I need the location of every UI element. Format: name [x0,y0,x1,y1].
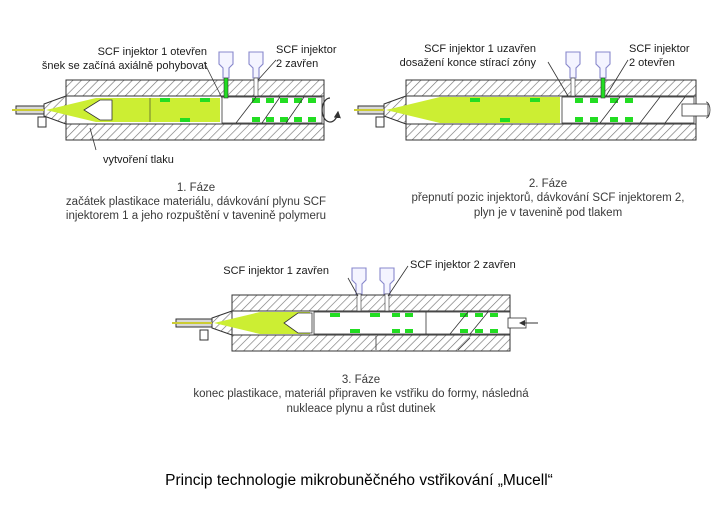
nozzle [172,318,213,341]
scf-injector-2 [379,267,395,312]
nozzle [12,105,47,128]
phase-2-caption-line-1: přepnutí pozic injektorů, dávkování SCF … [412,192,685,204]
scf-injector-2 [595,51,611,99]
phase-3: SCF injektor 1 zavřen SCF injektor 2 zav… [172,259,538,415]
figure-title: Princip technologie mikrobuněčného vstři… [165,472,553,489]
phase-1-caption-title: 1. Fáze [177,182,215,194]
phase-3-caption-line-2: nukleace plynu a růst dutinek [287,403,436,415]
melt-zone [214,312,310,334]
phase-1-caption-line-1: začátek plastikace materiálu, dávkování … [66,196,326,208]
phase-3-label-a: SCF injektor 1 zavřen [223,265,329,277]
phase-1-label-b-line-2: 2 zavřen [276,58,318,70]
phase-2: SCF injektor 1 uzavřen dosažení konce st… [354,43,711,219]
phase-2-label-a-line-1: SCF injektor 1 uzavřen [424,43,536,55]
phase-1-label-b-line-1: SCF injektor [276,44,337,56]
screw-flights [313,311,511,335]
phase-2-label-b-line-1: SCF injektor [629,43,690,55]
screw-shaft [681,101,711,119]
phase-2-caption-line-2: plyn je v tavenině pod tlakem [474,207,622,219]
phase-1-label-c: vytvoření tlaku [103,154,174,166]
scf-injector-2 [248,51,264,97]
phase-3-caption-title: 3. Fáze [342,374,380,386]
scf-injector-1 [565,51,581,97]
phase-3-caption-line-1: konec plastikace, materiál připraven ke … [193,388,529,400]
phase-1-caption-line-2: injektorem 1 a jeho rozpuštění v tavenin… [66,210,326,222]
phase-1-label-a-line-2: šnek se začíná axiálně pohybovat [42,60,207,72]
phase-3-label-b: SCF injektor 2 zavřen [410,259,516,271]
scf-injector-1 [351,267,367,312]
phase-2-label-b-line-2: 2 otevřen [629,57,675,69]
melt-zone [46,98,220,122]
phase-1: SCF injektor 1 otevřen šnek se začíná ax… [12,44,341,222]
screw-tip [83,99,113,121]
screw-tip [283,312,313,334]
phase-2-caption-title: 2. Fáze [529,178,567,190]
phase-2-label-a-line-2: dosažení konce stírací zóny [400,57,537,69]
screw-shaft [507,317,538,329]
rotation-arrow-icon [321,97,341,123]
phase-1-label-a-line-1: SCF injektor 1 otevřen [98,46,207,58]
melt-zone [386,97,560,123]
nozzle [354,105,385,128]
scf-injector-1 [218,51,234,99]
